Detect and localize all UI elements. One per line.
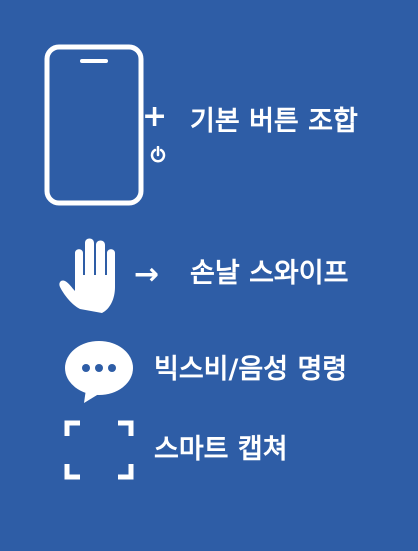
plus-sign: + (142, 99, 168, 134)
arrow-right-icon: → (134, 257, 160, 292)
capture-frame-icon (64, 420, 134, 480)
phone-icon (44, 44, 144, 206)
palm-swipe-label: 손날 스와이프 (190, 258, 349, 289)
button-combination-label: 기본 버튼 조합 (190, 106, 358, 137)
power-symbol-icon (150, 146, 166, 166)
bixby-voice-label: 빅스비/음성 명령 (154, 354, 348, 385)
speech-bubble-icon (64, 339, 136, 405)
palm-hand-icon (58, 235, 130, 315)
smart-capture-label: 스마트 캡쳐 (154, 434, 288, 465)
